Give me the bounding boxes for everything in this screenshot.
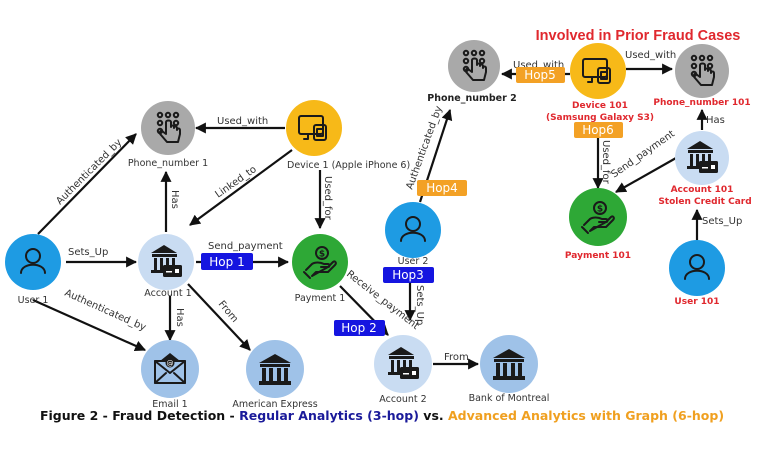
- edge-user1-email1: [32, 298, 147, 352]
- edge-label: Used_for: [322, 176, 333, 221]
- node-user1[interactable]: User 1: [5, 234, 61, 306]
- svg-text:Hop 1: Hop 1: [209, 255, 244, 269]
- edge-label: From: [444, 352, 469, 363]
- svg-text:Hop6: Hop6: [582, 123, 614, 137]
- hop-badge-4: Hop4: [417, 180, 467, 196]
- node-email1[interactable]: Email 1: [141, 340, 199, 410]
- node-device1[interactable]: Device 1 (Apple iPhone 6): [286, 100, 410, 171]
- node-label: Phone_number 101: [653, 98, 750, 108]
- figure-caption: Figure 2 - Fraud Detection - Regular Ana…: [0, 408, 764, 423]
- edge-label: Has: [169, 190, 180, 209]
- node-label: Payment 1: [295, 293, 346, 304]
- node-account101[interactable]: Account 101 Stolen Credit Card: [658, 131, 752, 207]
- edge-label: Sets_Up: [414, 285, 425, 325]
- edge-label: Send_payment: [208, 241, 283, 252]
- edge-user1-phone1: [37, 133, 137, 235]
- edge-device1-account1: [189, 149, 293, 226]
- phone-node-circle: [448, 40, 500, 92]
- node-device101[interactable]: Device 101 (Samsung Galaxy S3): [546, 43, 654, 123]
- svg-text:Hop3: Hop3: [392, 268, 424, 282]
- node-label: Bank of Montreal: [469, 393, 550, 404]
- edge-account101-payment101: [615, 157, 677, 193]
- edges: [32, 63, 708, 370]
- edge-label: Used_with: [217, 116, 268, 127]
- node-label: Phone_number 1: [128, 158, 208, 169]
- node-label: Account 2: [379, 394, 426, 405]
- bank-node-circle: [246, 340, 304, 398]
- node-payment101[interactable]: Payment 101: [565, 188, 631, 261]
- edge-label: Used_with: [513, 60, 564, 71]
- hop-badge-2: Hop 2: [334, 320, 385, 336]
- hop-badge-5: Hop5: [516, 67, 565, 83]
- node-label: Device 1 (Apple iPhone 6): [287, 160, 410, 171]
- node-label: Account 101: [671, 185, 734, 195]
- node-label: User 1: [18, 295, 49, 306]
- email-node-circle: [141, 340, 199, 398]
- node-phone2[interactable]: Phone_number 2: [427, 40, 517, 104]
- edge-label: Authenticated_by: [63, 288, 148, 334]
- edge-label: Has: [706, 115, 725, 126]
- edge-label: Sets_Up: [68, 247, 108, 258]
- edge-label: Used_for: [600, 140, 611, 185]
- edge-label: From: [216, 299, 240, 325]
- svg-text:Hop 2: Hop 2: [341, 321, 376, 335]
- node-payment1[interactable]: Payment 1: [292, 234, 348, 304]
- edge-label: Has: [174, 308, 185, 327]
- edge-label: Authenticated_by: [54, 137, 124, 207]
- node-account1[interactable]: Account 1: [138, 234, 194, 299]
- node-user2[interactable]: User 2: [385, 202, 441, 267]
- node-phone1[interactable]: Phone_number 1: [128, 101, 208, 169]
- caption-prefix: Figure 2 - Fraud Detection -: [39, 408, 240, 423]
- hop-badge-6: Hop6: [574, 122, 623, 138]
- node-user101[interactable]: User 101: [669, 240, 725, 307]
- node-label: Device 101: [572, 101, 628, 111]
- phone-node-circle: [675, 44, 729, 98]
- hop-badge-1: Hop 1: [201, 253, 253, 270]
- node-phone101[interactable]: Phone_number 101: [653, 44, 751, 108]
- node-label: Phone_number 2: [427, 93, 516, 104]
- bank-node-circle: [480, 335, 538, 393]
- node-label: User 2: [398, 256, 429, 267]
- edge-label: Sets_Up: [702, 216, 742, 227]
- node-label: Account 1: [144, 288, 191, 299]
- node-label: Payment 101: [565, 251, 631, 261]
- node-label: American Express: [232, 399, 317, 410]
- caption-regular-analytics: Regular Analytics (3-hop): [239, 408, 419, 423]
- node-sublabel: Stolen Credit Card: [658, 197, 751, 207]
- node-sublabel: (Samsung Galaxy S3): [546, 113, 654, 123]
- edge-label: Used_with: [625, 50, 676, 61]
- edge-account1-amex: [187, 283, 251, 351]
- caption-advanced-analytics: Advanced Analytics with Graph (6-hop): [447, 408, 725, 423]
- hop-badge-3: Hop3: [383, 267, 434, 283]
- prior-fraud-banner: Involved in Prior Fraud Cases: [536, 28, 741, 44]
- svg-text:Hop5: Hop5: [524, 68, 556, 82]
- phone-node-circle: [141, 101, 195, 155]
- caption-vs: vs.: [418, 408, 448, 423]
- node-amex[interactable]: American Express: [232, 340, 318, 410]
- svg-text:Hop4: Hop4: [426, 181, 458, 195]
- edge-label: Authenticated_by: [404, 105, 444, 191]
- node-account2[interactable]: Account 2: [374, 335, 432, 405]
- node-bmo[interactable]: Bank of Montreal: [469, 335, 550, 404]
- node-label: Email 1: [152, 399, 187, 410]
- node-label: User 101: [674, 297, 719, 307]
- edge-label: Linked_to: [213, 164, 258, 200]
